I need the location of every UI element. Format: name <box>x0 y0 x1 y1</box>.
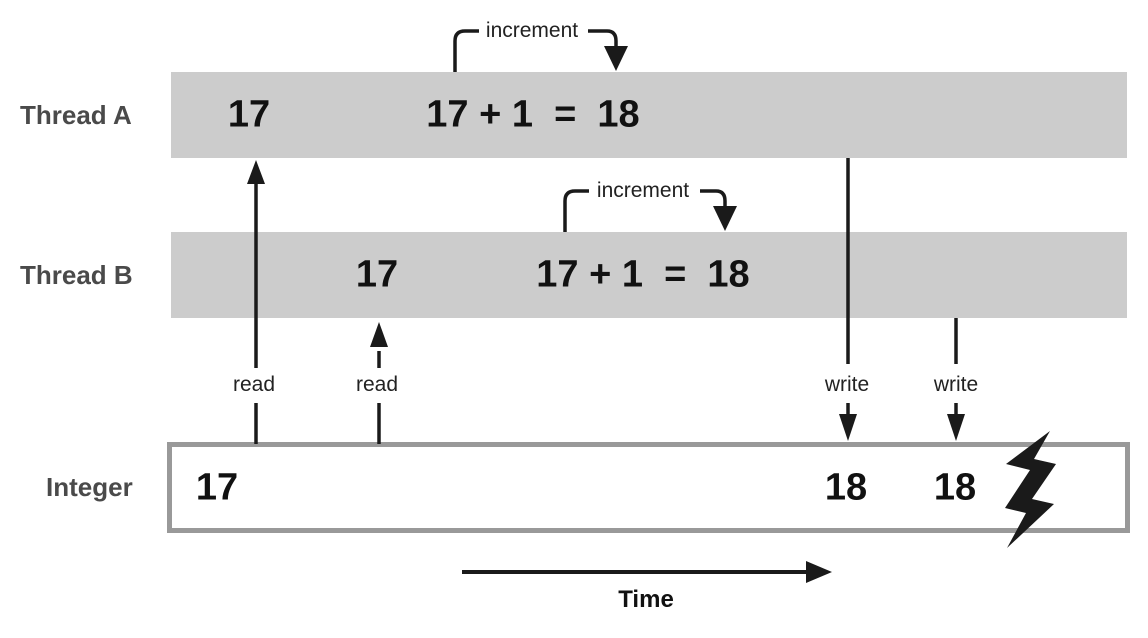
thread-b-bar: 17 17 + 1 = 18 <box>171 232 1127 318</box>
thread-a-increment-label: increment <box>485 19 579 42</box>
arrowhead-up-icon <box>247 160 265 184</box>
thread-a-expression: 17 + 1 = 18 <box>426 93 640 136</box>
arrow-curve-line <box>588 29 618 49</box>
time-arrow <box>462 561 832 583</box>
thread-b-expression: 17 + 1 = 18 <box>536 253 750 296</box>
bracket-line <box>563 189 589 232</box>
integer-row-label: Integer <box>46 472 133 502</box>
time-axis-label: Time <box>618 586 674 613</box>
thread-b-read-label: read <box>352 373 402 397</box>
thread-b-read-value: 17 <box>355 253 399 296</box>
arrowhead-down-icon <box>713 206 737 231</box>
thread-a-bar: 17 17 + 1 = 18 <box>171 72 1127 158</box>
thread-b-row-label: Thread B <box>20 260 133 290</box>
arrow-curve-line <box>700 189 727 209</box>
thread-b-write-label: write <box>930 373 982 397</box>
integer-written-value-a: 18 <box>824 466 868 508</box>
arrowhead-up-icon <box>370 322 388 347</box>
arrowhead-down-icon <box>947 414 965 441</box>
thread-a-write-label: write <box>821 373 873 397</box>
bracket-line <box>453 29 479 72</box>
thread-b-increment-label: increment <box>596 179 690 202</box>
integer-box: 17 18 18 <box>167 442 1130 533</box>
thread-a-row-label: Thread A <box>20 100 132 130</box>
integer-written-value-b: 18 <box>933 466 977 508</box>
thread-a-read-value: 17 <box>227 93 271 136</box>
integer-initial-value: 17 <box>195 466 239 508</box>
arrowhead-down-icon <box>604 46 628 71</box>
arrowhead-down-icon <box>839 414 857 441</box>
thread-a-read-label: read <box>229 373 279 397</box>
arrowhead-right-icon <box>806 561 832 583</box>
